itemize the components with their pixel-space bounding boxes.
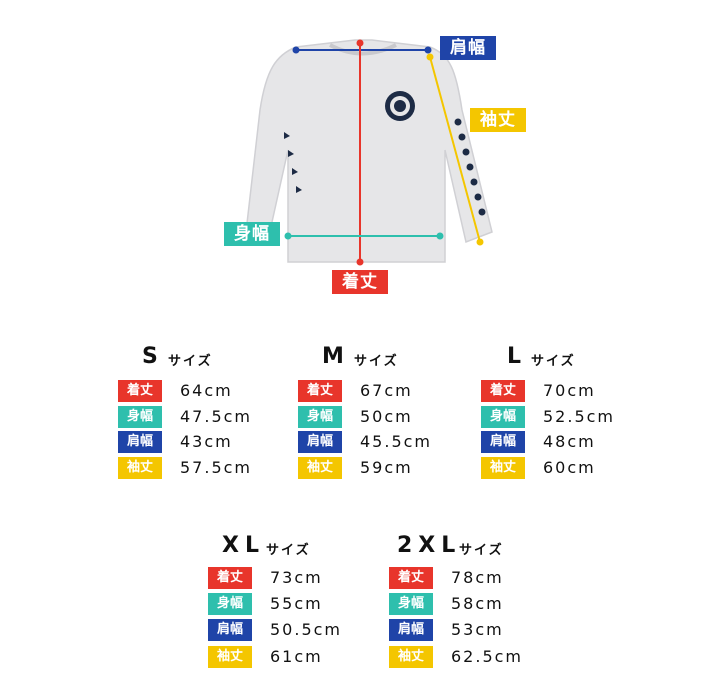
measure-row-shoulder: 肩幅 43cm xyxy=(118,431,318,453)
size-word: サイズ xyxy=(531,354,576,369)
length-label: 着丈 xyxy=(332,270,388,294)
size-block-m: M サイズ 着丈 67cm 身幅 50cm 肩幅 45.5cm 袖丈 59cm xyxy=(298,344,498,479)
measure-row-width: 身幅 58cm xyxy=(389,593,589,615)
sleeve-measure-dot xyxy=(476,238,484,246)
width-value: 47.5cm xyxy=(180,407,253,426)
measure-row-length: 着丈 67cm xyxy=(298,380,498,402)
length-measure-dot xyxy=(356,258,364,266)
length-badge: 着丈 xyxy=(118,380,162,402)
sleeve-badge: 袖丈 xyxy=(208,646,252,668)
sleeve-label: 袖丈 xyxy=(470,108,526,132)
measure-row-length: 着丈 78cm xyxy=(389,567,589,589)
size-block-s: S サイズ 着丈 64cm 身幅 47.5cm 肩幅 43cm 袖丈 57.5c… xyxy=(118,344,318,479)
shoulder-badge: 肩幅 xyxy=(298,431,342,453)
width-badge: 身幅 xyxy=(481,406,525,428)
length-value: 73cm xyxy=(270,568,323,587)
sleeve-badge: 袖丈 xyxy=(118,457,162,479)
length-value: 70cm xyxy=(543,381,596,400)
sleeve-badge: 袖丈 xyxy=(298,457,342,479)
measure-row-shoulder: 肩幅 48cm xyxy=(481,431,681,453)
shoulder-measure-dot xyxy=(292,46,300,54)
width-value: 58cm xyxy=(451,594,504,613)
sleeve-value: 62.5cm xyxy=(451,647,524,666)
shirt-illustration xyxy=(245,39,493,263)
measure-row-width: 身幅 52.5cm xyxy=(481,406,681,428)
width-value: 55cm xyxy=(270,594,323,613)
shirt-measurement-diagram xyxy=(245,39,493,266)
length-value: 78cm xyxy=(451,568,504,587)
measure-row-shoulder: 肩幅 53cm xyxy=(389,619,589,641)
measure-row-shoulder: 肩幅 45.5cm xyxy=(298,431,498,453)
width-measure-dot xyxy=(284,232,292,240)
measure-row-shoulder: 肩幅 50.5cm xyxy=(208,619,408,641)
width-badge: 身幅 xyxy=(118,406,162,428)
measure-row-length: 着丈 64cm xyxy=(118,380,318,402)
shoulder-label: 肩幅 xyxy=(440,36,496,60)
measure-row-width: 身幅 55cm xyxy=(208,593,408,615)
size-word: サイズ xyxy=(168,354,213,369)
sleeve-value: 57.5cm xyxy=(180,458,253,477)
size-name: M xyxy=(322,344,350,369)
size-word: サイズ xyxy=(459,543,504,558)
width-label: 身幅 xyxy=(224,222,280,246)
length-value: 64cm xyxy=(180,381,233,400)
width-value: 50cm xyxy=(360,407,413,426)
shoulder-badge: 肩幅 xyxy=(208,619,252,641)
size-block-xl: XL サイズ 着丈 73cm 身幅 55cm 肩幅 50.5cm 袖丈 61cm xyxy=(208,533,408,668)
length-badge: 着丈 xyxy=(481,380,525,402)
length-badge: 着丈 xyxy=(298,380,342,402)
width-measure-dot xyxy=(436,232,444,240)
sleeve-value: 60cm xyxy=(543,458,596,477)
size-name: L xyxy=(507,344,528,369)
shoulder-value: 48cm xyxy=(543,432,596,451)
chest-logo-icon xyxy=(385,91,415,121)
shoulder-value: 50.5cm xyxy=(270,620,343,639)
measure-row-sleeve: 袖丈 61cm xyxy=(208,646,408,668)
size-name: 2XL xyxy=(397,533,462,558)
shirt-collar xyxy=(329,43,397,56)
sleeve-badge: 袖丈 xyxy=(389,646,433,668)
size-block-2xl: 2XL サイズ 着丈 78cm 身幅 58cm 肩幅 53cm 袖丈 62.5c… xyxy=(389,533,589,668)
sleeve-print-left xyxy=(284,132,302,193)
size-name: XL xyxy=(222,533,265,558)
length-value: 67cm xyxy=(360,381,413,400)
sleeve-measure-dot xyxy=(426,53,434,61)
shoulder-value: 53cm xyxy=(451,620,504,639)
measure-row-sleeve: 袖丈 60cm xyxy=(481,457,681,479)
shoulder-value: 43cm xyxy=(180,432,233,451)
size-name: S xyxy=(142,344,164,369)
length-badge: 着丈 xyxy=(208,567,252,589)
sleeve-value: 59cm xyxy=(360,458,413,477)
measure-row-sleeve: 袖丈 59cm xyxy=(298,457,498,479)
measure-row-sleeve: 袖丈 62.5cm xyxy=(389,646,589,668)
length-badge: 着丈 xyxy=(389,567,433,589)
shoulder-value: 45.5cm xyxy=(360,432,433,451)
measure-row-width: 身幅 50cm xyxy=(298,406,498,428)
sleeve-badge: 袖丈 xyxy=(481,457,525,479)
shoulder-badge: 肩幅 xyxy=(481,431,525,453)
width-badge: 身幅 xyxy=(208,593,252,615)
shoulder-badge: 肩幅 xyxy=(118,431,162,453)
measure-row-length: 着丈 73cm xyxy=(208,567,408,589)
measure-row-sleeve: 袖丈 57.5cm xyxy=(118,457,318,479)
sleeve-measure-line xyxy=(429,56,481,243)
measure-row-width: 身幅 47.5cm xyxy=(118,406,318,428)
width-value: 52.5cm xyxy=(543,407,616,426)
shoulder-badge: 肩幅 xyxy=(389,619,433,641)
sleeve-value: 61cm xyxy=(270,647,323,666)
sleeve-print-right xyxy=(454,118,486,216)
length-measure-dot xyxy=(356,39,364,47)
width-badge: 身幅 xyxy=(298,406,342,428)
size-word: サイズ xyxy=(354,354,399,369)
size-block-l: L サイズ 着丈 70cm 身幅 52.5cm 肩幅 48cm 袖丈 60cm xyxy=(481,344,681,479)
shoulder-measure-dot xyxy=(424,46,432,54)
width-badge: 身幅 xyxy=(389,593,433,615)
size-word: サイズ xyxy=(266,543,311,558)
measure-row-length: 着丈 70cm xyxy=(481,380,681,402)
